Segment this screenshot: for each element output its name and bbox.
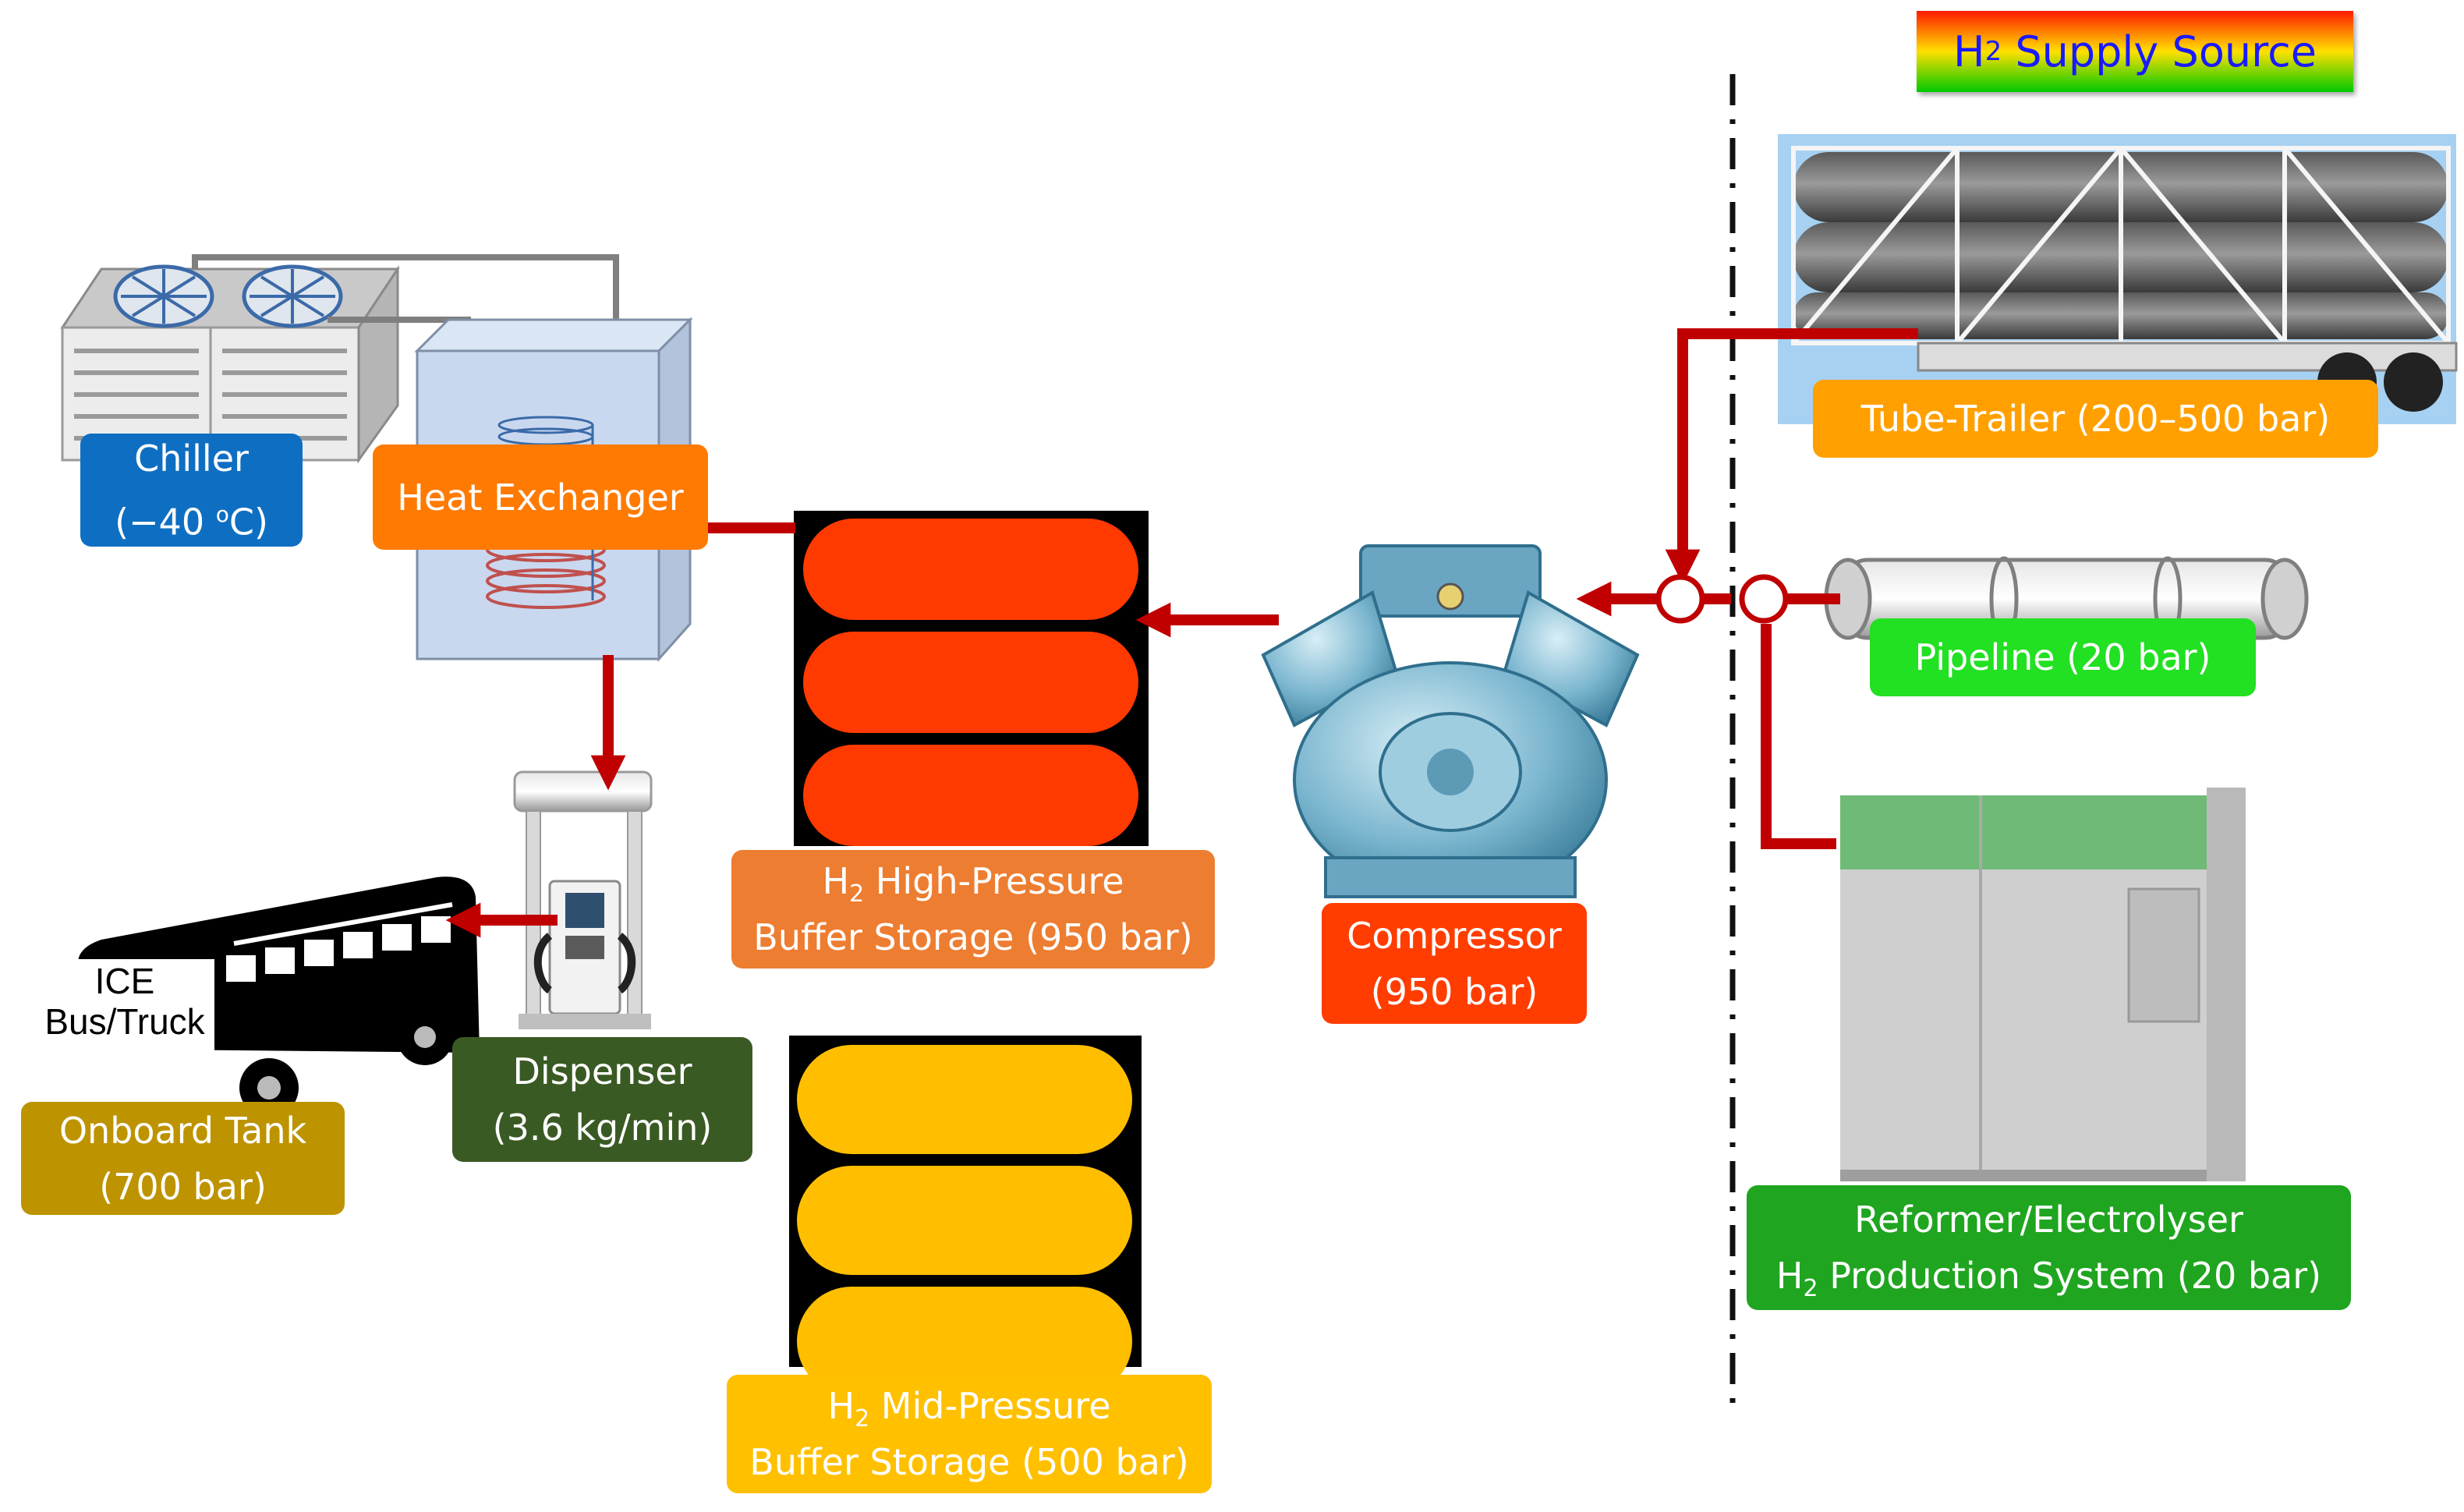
high-pressure-storage-title: H2 High-Pressure [822,860,1124,908]
compressor-icon [1261,544,1640,898]
high-pressure-storage-label: H2 High-Pressure Buffer Storage (950 bar… [731,850,1215,968]
electrolyser-icon [1840,788,2246,1181]
onboard-tank-label: Onboard Tank (700 bar) [21,1102,345,1215]
gas-tank-icon [789,1036,1142,1396]
mid-pressure-storage-title: H2 Mid-Pressure [827,1385,1111,1433]
tube-trailer-label: Tube-Trailer (200–500 bar) [1813,380,2378,458]
gas-tank-icon [794,511,1149,846]
flow-arrows [445,328,1918,938]
fuel-dispenser-icon [513,770,653,1029]
production-system-label: Reformer/Electrolyser H2 Production Syst… [1747,1185,2351,1310]
valve-icon [1739,574,1789,624]
tube-trailer-icon [1778,134,2458,424]
mid-pressure-storage-label: H2 Mid-Pressure Buffer Storage (500 bar) [727,1375,1212,1493]
heat-exchanger-label: Heat Exchanger [373,444,708,550]
compressor-label: Compressor (950 bar) [1322,903,1587,1024]
flow-arrow-production-to-valve [1761,624,1836,849]
valve-icon [1655,574,1705,624]
flow-arrow-trailer-to-compressor [1665,328,1918,585]
production-system-subtitle: H2 Production System (20 bar) [1775,1255,2322,1303]
chiller-label: Chiller (−40 oC) [80,434,303,547]
pipeline-label: Pipeline (20 bar) [1870,618,2256,696]
dispenser-label: Dispenser (3.6 kg/min) [452,1037,752,1162]
vehicle-label: ICE Bus/Truck [44,961,205,1042]
chiller-label-temp: (−40 oC) [115,501,268,544]
bus-icon [35,876,480,1117]
chiller-label-title: Chiller [134,437,249,480]
